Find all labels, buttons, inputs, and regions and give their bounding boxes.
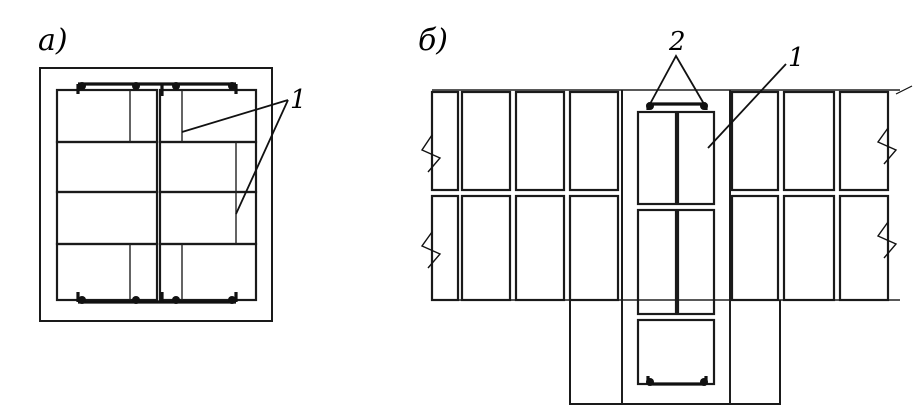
panel-b-break-mark-right xyxy=(876,127,898,259)
panel-a-label: а) xyxy=(38,23,68,58)
panel-b-column-brick xyxy=(636,318,716,386)
panel-b-column-brick xyxy=(676,208,716,316)
panel-b-edge-tick xyxy=(895,85,913,95)
panel-b-brick xyxy=(782,90,836,192)
panel-a-rebar-stirrup xyxy=(76,84,238,302)
panel-b-pilaster-base xyxy=(569,300,781,405)
panel-b-brick xyxy=(568,194,620,302)
panel-b-callout-2: 2 xyxy=(668,27,686,57)
panel-b-column-brick xyxy=(636,110,678,206)
panel-b-brick xyxy=(730,90,780,192)
panel-b-brick xyxy=(568,90,620,192)
panel-a-brick xyxy=(55,242,159,302)
panel-b-brick xyxy=(430,90,460,192)
panel-a-brick xyxy=(158,88,258,144)
panel-b-corner-bars xyxy=(646,102,708,386)
panel-b-leader-2 xyxy=(649,54,705,105)
panel-a-leader xyxy=(181,99,289,215)
panel-a-brick xyxy=(55,88,159,144)
panel-b-leader-1 xyxy=(707,63,787,149)
panel-a-brick xyxy=(158,242,258,302)
panel-b-brick xyxy=(838,90,890,192)
panel-b-brick xyxy=(460,90,512,192)
panel-b-brick xyxy=(460,194,512,302)
panel-b-callout-1: 1 xyxy=(788,43,805,73)
panel-a: а) 1 xyxy=(38,23,307,322)
panel-a-corner-bars xyxy=(78,82,236,304)
panel-b: б) xyxy=(418,23,913,405)
panel-a-brick xyxy=(55,140,159,194)
panel-a-callout: 1 xyxy=(290,85,307,115)
panel-a-outline xyxy=(39,67,273,322)
panel-b-column-brick xyxy=(676,110,716,206)
panel-b-break-mark-left xyxy=(420,134,442,269)
panel-b-brick xyxy=(838,194,890,302)
panel-b-label: б) xyxy=(418,23,448,58)
panel-b-brick xyxy=(514,194,566,302)
panel-a-brick xyxy=(55,190,159,246)
panel-b-brick xyxy=(430,194,460,302)
panel-b-brick xyxy=(514,90,566,192)
panel-b-column-brick xyxy=(636,208,678,316)
panel-a-brick xyxy=(158,140,258,194)
panel-b-brick xyxy=(730,194,780,302)
panel-b-brick xyxy=(782,194,836,302)
